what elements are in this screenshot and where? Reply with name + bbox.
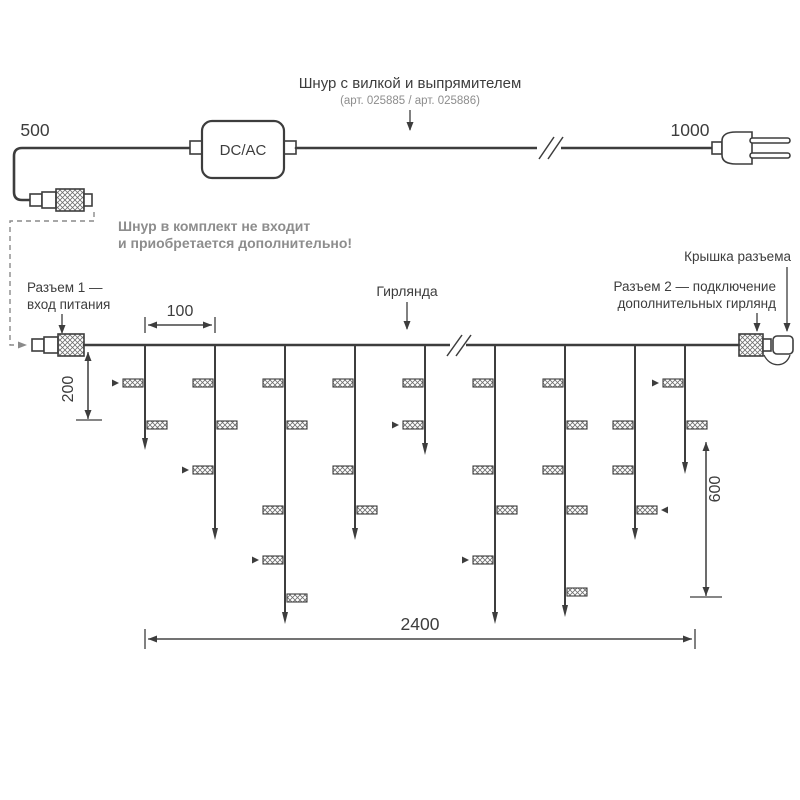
garland-input-connector-icon xyxy=(31,333,85,357)
led-lamp xyxy=(472,555,494,565)
lamp-arrow-icon xyxy=(112,379,119,387)
connector2-label-line1: Разъем 2 — подключение xyxy=(613,279,776,294)
lamp-arrow-icon xyxy=(392,421,399,429)
drop-tip xyxy=(682,462,688,474)
led-lamp xyxy=(472,465,494,475)
garland-break-icon xyxy=(446,334,472,357)
led-lamp xyxy=(612,465,634,475)
cord-left-length: 500 xyxy=(20,120,49,140)
dim-100: 100 xyxy=(144,303,216,333)
power-cord-section: Шнур с вилкой и выпрямителем (арт. 02588… xyxy=(9,75,791,349)
led-lamp xyxy=(192,378,214,388)
power-cord-wire-left xyxy=(12,146,192,202)
garland-drop xyxy=(182,345,238,540)
power-plug-icon xyxy=(711,131,791,165)
led-lamp xyxy=(262,378,284,388)
led-lamp xyxy=(542,465,564,475)
led-lamp xyxy=(216,420,238,430)
garland-labels: Крышка разъема Разъем 1 — вход питания Р… xyxy=(27,249,791,334)
dim-200-label: 200 xyxy=(60,376,77,403)
cord-article: (арт. 025885 / арт. 025886) xyxy=(340,95,480,107)
drops-layer xyxy=(112,345,708,624)
drop-tip xyxy=(212,528,218,540)
dim-100-label: 100 xyxy=(167,303,194,320)
dim-200: 200 xyxy=(60,352,102,421)
drop-tip xyxy=(422,443,428,455)
led-lamp xyxy=(542,378,564,388)
cap-strap xyxy=(763,354,791,366)
led-lamp xyxy=(402,378,424,388)
note-line-2: и приобретается дополнительно! xyxy=(118,235,352,251)
garland-drop xyxy=(542,345,588,617)
dcac-box xyxy=(200,119,286,180)
drop-tip xyxy=(632,528,638,540)
led-lamp xyxy=(146,420,168,430)
drop-tip xyxy=(492,612,498,624)
led-lamp xyxy=(566,505,588,515)
led-lamp xyxy=(122,378,144,388)
led-lamp xyxy=(286,593,308,603)
garland-drop xyxy=(652,345,708,474)
led-lamp xyxy=(192,465,214,475)
led-lamp xyxy=(662,378,684,388)
cap-label: Крышка разъема xyxy=(684,249,791,264)
power-connector-icon xyxy=(29,188,93,212)
lamp-arrow-icon xyxy=(462,556,469,564)
garland-drop xyxy=(252,345,308,624)
dim-2400-label: 2400 xyxy=(401,614,440,634)
drop-tip xyxy=(282,612,288,624)
drop-tip xyxy=(352,528,358,540)
connector2-label-line2: дополнительных гирлянд xyxy=(618,296,777,311)
led-lamp xyxy=(496,505,518,515)
garland-drop xyxy=(392,345,428,455)
led-lamp xyxy=(332,378,354,388)
connector1-label-line2: вход питания xyxy=(27,297,110,312)
garland-section xyxy=(31,333,794,624)
lamp-arrow-icon xyxy=(182,466,189,474)
dim-600-label: 600 xyxy=(707,476,724,503)
cord-right-length: 1000 xyxy=(671,120,710,140)
cord-title: Шнур с вилкой и выпрямителем xyxy=(299,75,522,92)
garland-drop xyxy=(612,345,668,540)
lamp-arrow-icon xyxy=(652,379,659,387)
drop-tip xyxy=(142,438,148,450)
cord-break-icon xyxy=(537,136,564,160)
lamp-arrow-icon xyxy=(661,506,668,514)
garland-label: Гирлянда xyxy=(376,283,438,299)
led-lamp xyxy=(636,505,658,515)
garland-drop xyxy=(332,345,378,540)
connector1-label-line1: Разъем 1 — xyxy=(27,280,103,295)
led-lamp xyxy=(356,505,378,515)
led-lamp xyxy=(472,378,494,388)
drop-tip xyxy=(562,605,568,617)
led-lamp xyxy=(286,420,308,430)
led-lamp xyxy=(262,555,284,565)
led-lamp xyxy=(402,420,424,430)
dimensions: 100 200 600 2400 xyxy=(60,303,724,649)
connector-cap-icon xyxy=(772,335,794,355)
led-lamp xyxy=(262,505,284,515)
garland-drop xyxy=(112,345,168,450)
cord-connection-dashed-path xyxy=(9,212,95,349)
dcac-label: DC/AC xyxy=(220,142,267,159)
led-lamp xyxy=(612,420,634,430)
led-lamp xyxy=(686,420,708,430)
garland-output-connector-icon xyxy=(738,333,794,366)
dim-600: 600 xyxy=(690,442,724,598)
garland-drop xyxy=(462,345,518,624)
note-line-1: Шнур в комплект не входит xyxy=(118,218,310,234)
led-lamp xyxy=(332,465,354,475)
dim-2400: 2400 xyxy=(144,614,696,649)
led-lamp xyxy=(566,420,588,430)
lamp-arrow-icon xyxy=(252,556,259,564)
dcac-adapter: DC/AC xyxy=(189,119,297,180)
led-lamp xyxy=(566,587,588,597)
